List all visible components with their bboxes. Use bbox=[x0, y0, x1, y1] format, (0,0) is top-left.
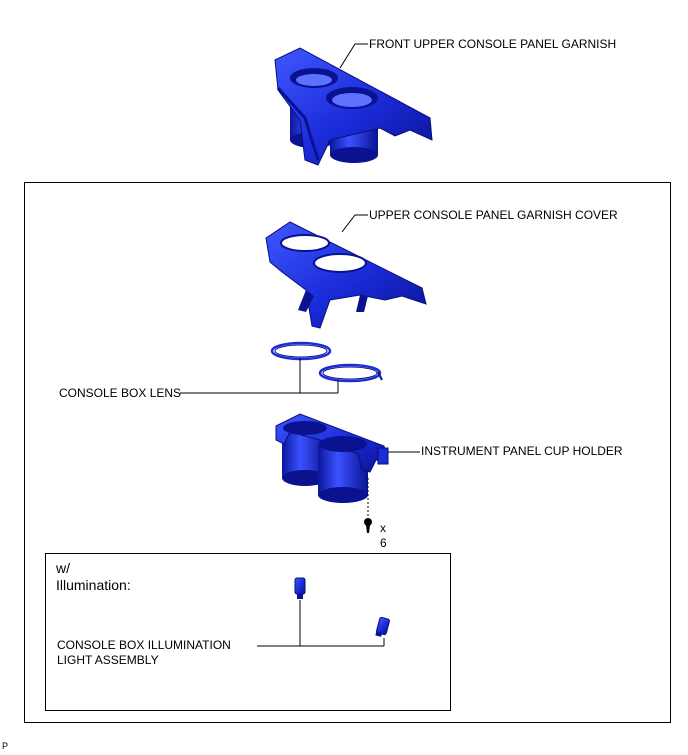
instrument-panel-cup-holder-label: INSTRUMENT PANEL CUP HOLDER bbox=[421, 444, 623, 458]
console-box-lens-part bbox=[270, 341, 383, 383]
fastener-multiplier: x bbox=[380, 521, 386, 535]
variant-condition-line2: Illumination: bbox=[56, 577, 131, 593]
illumination-variant-frame bbox=[45, 553, 451, 711]
screw-part bbox=[364, 478, 372, 533]
variant-condition-line1: w/ bbox=[56, 560, 70, 576]
main-assembly-frame bbox=[24, 182, 671, 723]
console-box-illumination-light-part bbox=[294, 577, 390, 637]
front-upper-console-panel-garnish-label: FRONT UPPER CONSOLE PANEL GARNISH bbox=[369, 37, 617, 51]
upper-console-panel-garnish-cover-part bbox=[265, 221, 427, 329]
instrument-panel-cup-holder-part bbox=[275, 413, 389, 503]
front-upper-console-panel-garnish-part bbox=[274, 47, 433, 166]
upper-console-panel-garnish-cover-label: UPPER CONSOLE PANEL GARNISH COVER bbox=[369, 208, 618, 222]
console-box-lens-label: CONSOLE BOX LENS bbox=[59, 386, 182, 400]
console-box-illumination-label-line1: CONSOLE BOX ILLUMINATION bbox=[57, 638, 231, 652]
footer-code: P bbox=[2, 741, 9, 751]
leader-lines bbox=[180, 43, 420, 647]
fastener-count: 6 bbox=[380, 536, 387, 550]
console-box-illumination-label-line2: LIGHT ASSEMBLY bbox=[57, 653, 159, 667]
